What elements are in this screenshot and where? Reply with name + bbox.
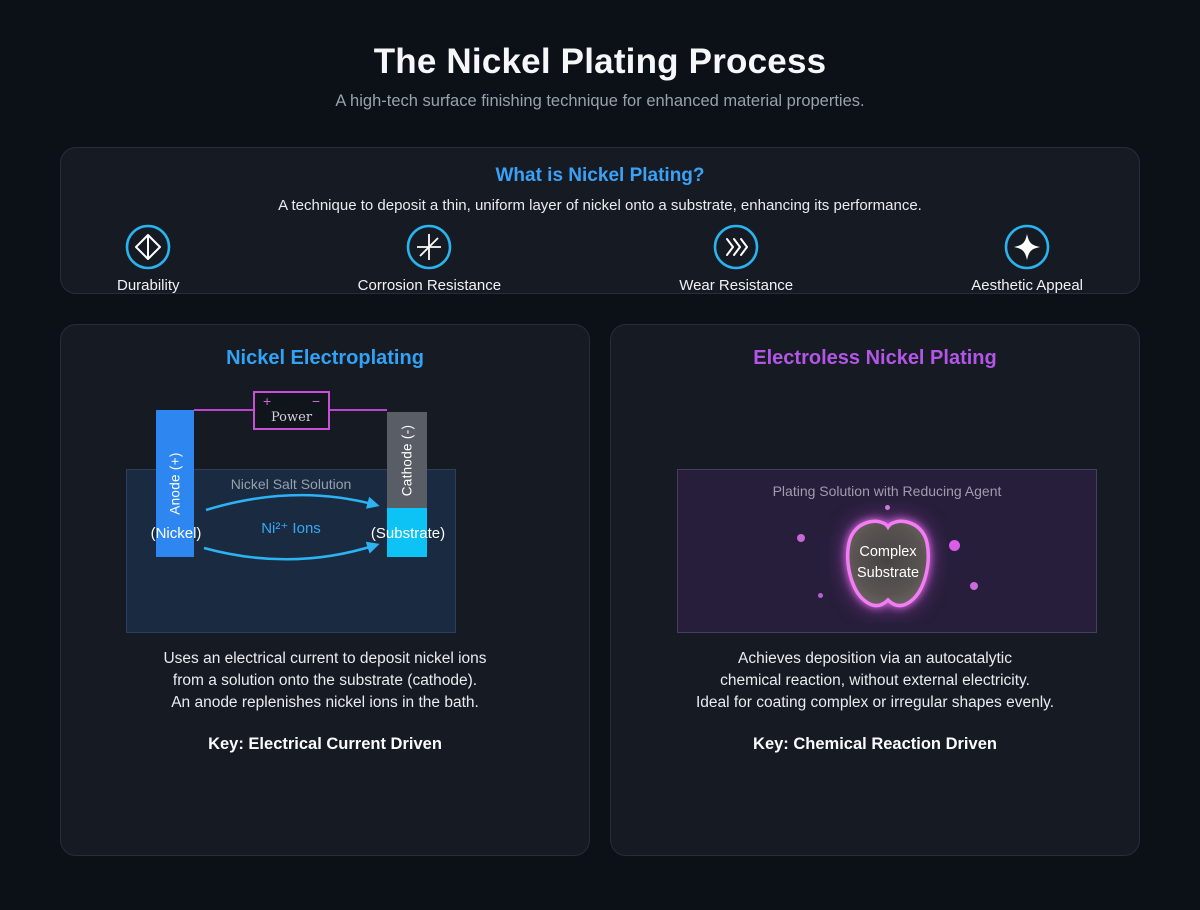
benefit-label: Corrosion Resistance (357, 277, 502, 294)
ion-flow-arrows (203, 493, 380, 561)
anode-material-label: (Nickel) (150, 525, 202, 542)
substrate-label-line2: Substrate (856, 565, 920, 581)
circuit-wire-right (330, 409, 387, 411)
process-cards-row: Nickel Electroplating + − Power Anode (+… (60, 324, 1140, 856)
ion-dot (949, 540, 960, 551)
complex-substrate-blob (846, 519, 930, 608)
benefit-corrosion-resistance: Corrosion Resistance (358, 224, 501, 294)
electroplating-diagram: + − Power Anode (+) Cathode (-) Nickel S… (61, 325, 591, 857)
ion-dot (885, 505, 890, 510)
electroplating-card: Nickel Electroplating + − Power Anode (+… (60, 324, 590, 856)
benefits-row: Durability Corrosion Resistance (61, 224, 1139, 294)
electroless-heading: Electroless Nickel Plating (753, 347, 997, 369)
gem-icon (125, 224, 171, 270)
benefit-wear-resistance: Wear Resistance (679, 224, 793, 294)
overview-card: What is Nickel Plating? A technique to d… (60, 147, 1140, 294)
anode-bar: Anode (+) (156, 410, 194, 557)
minus-terminal-label: − (311, 393, 320, 409)
electroplating-heading: Nickel Electroplating (226, 347, 424, 369)
description-line: from a solution onto the substrate (cath… (172, 672, 478, 689)
power-label: Power (270, 410, 313, 425)
benefit-label: Durability (117, 277, 180, 294)
page-title: The Nickel Plating Process (373, 42, 827, 81)
description-line: chemical reaction, without external elec… (720, 672, 1030, 689)
overview-heading: What is Nickel Plating? (495, 165, 705, 186)
chevrons-icon (713, 224, 759, 270)
benefit-durability: Durability (117, 224, 180, 294)
description-line: Ideal for coating complex or irregular s… (695, 694, 1055, 711)
electroplating-key: Key: Electrical Current Driven (208, 735, 442, 753)
description-line: Achieves deposition via an autocatalytic (738, 650, 1012, 667)
ion-dot (797, 534, 805, 542)
substrate-label: Complex Substrate (838, 513, 938, 613)
solution-label: Nickel Salt Solution (230, 476, 352, 492)
sparkle-icon (1004, 224, 1050, 270)
electroless-description: Achieves deposition via an autocatalytic… (611, 648, 1139, 714)
ion-dot (970, 582, 978, 590)
plus-terminal-label: + (263, 393, 272, 409)
benefit-label: Aesthetic Appeal (971, 277, 1083, 294)
cathode-material-label: (Substrate) (370, 525, 446, 542)
electroless-diagram: Plating Solution with Reducing Agent Com… (611, 325, 1141, 857)
cathode-bar: Cathode (-) (387, 412, 427, 557)
circuit-wire-left (194, 409, 253, 411)
reducing-agent-label: Plating Solution with Reducing Agent (772, 483, 1002, 499)
substrate-label-line1: Complex (859, 544, 917, 560)
plated-nickel-layer (387, 508, 427, 557)
electroplating-description: Uses an electrical current to deposit ni… (61, 648, 589, 714)
electroless-key: Key: Chemical Reaction Driven (753, 735, 997, 753)
power-supply: + − Power (253, 391, 330, 430)
description-line: Uses an electrical current to deposit ni… (163, 650, 487, 667)
benefit-label: Wear Resistance (679, 277, 794, 294)
electroless-card: Electroless Nickel Plating Plating Solut… (610, 324, 1140, 856)
ions-label: Ni²⁺ Ions (261, 520, 321, 537)
description-line: An anode replenishes nickel ions in the … (171, 694, 479, 711)
asterisk-icon (406, 224, 452, 270)
ion-dot (818, 593, 823, 598)
page-subtitle: A high-tech surface finishing technique … (335, 92, 865, 110)
benefit-aesthetic-appeal: Aesthetic Appeal (971, 224, 1083, 294)
overview-description: A technique to deposit a thin, uniform l… (278, 197, 922, 214)
